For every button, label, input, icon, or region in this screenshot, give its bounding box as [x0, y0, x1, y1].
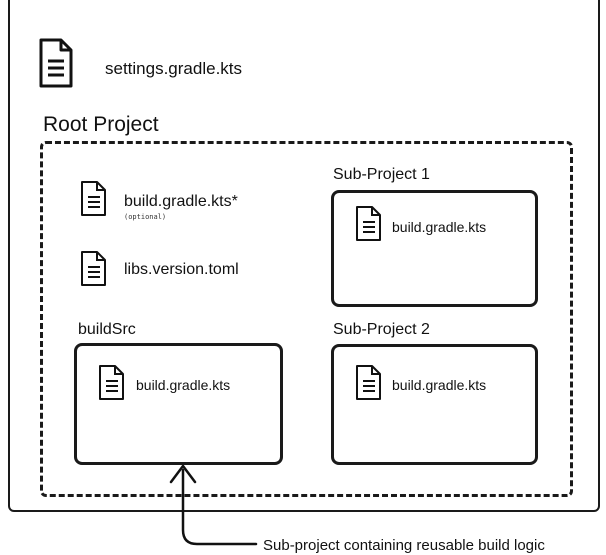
annotation-text: Sub-project containing reusable build lo…	[263, 537, 545, 554]
root-project-label: Root Project	[43, 113, 159, 136]
root-project-boundary	[40, 141, 573, 497]
subproject-1-box	[331, 190, 538, 307]
document-icon	[356, 365, 381, 400]
document-icon	[81, 251, 106, 286]
buildsrc-build-file: build.gradle.kts	[136, 377, 231, 393]
subproject-2-label: Sub-Project 2	[333, 321, 430, 338]
document-icon	[356, 206, 381, 241]
subproject-2-build-file: build.gradle.kts	[392, 377, 487, 393]
subproject-1-build-file: build.gradle.kts	[392, 219, 487, 235]
optional-note: (optional)	[124, 213, 167, 221]
buildsrc-label: buildSrc	[78, 321, 136, 338]
settings-file-label: settings.gradle.kts	[105, 59, 243, 78]
outer-frame	[8, 0, 600, 512]
root-build-file-label: build.gradle.kts*	[124, 193, 238, 210]
document-icon	[81, 181, 106, 216]
subproject-2-box	[331, 344, 538, 465]
document-icon	[39, 38, 73, 88]
version-catalog-label: libs.version.toml	[124, 261, 239, 278]
document-icon	[99, 365, 124, 400]
subproject-1-label: Sub-Project 1	[333, 166, 430, 183]
buildsrc-box	[74, 343, 283, 465]
